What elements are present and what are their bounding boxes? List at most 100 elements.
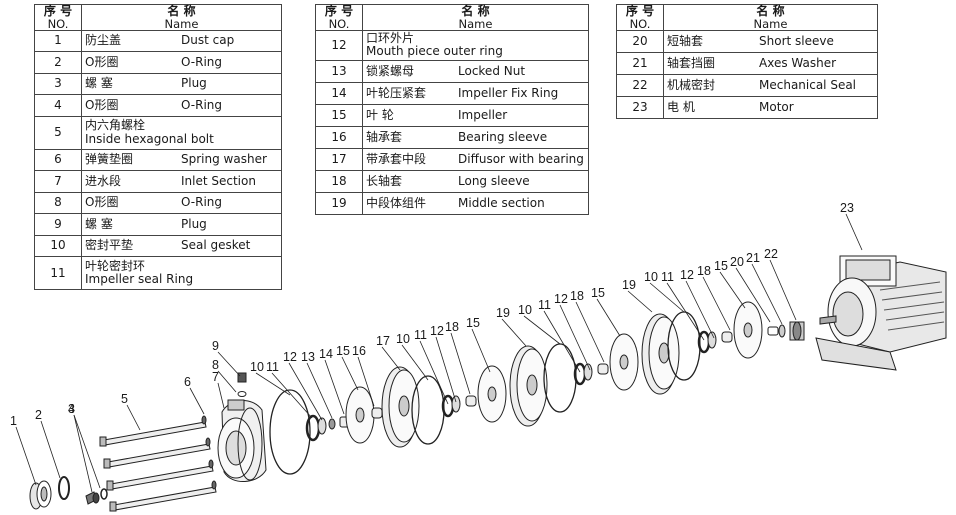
callout-number: 6 [184,375,191,389]
part-inlet-section [217,399,267,482]
part-name-cn: 电 机 [667,99,695,114]
leader-line [501,318,527,347]
callout-number: 15 [336,344,350,358]
part-name-en: Diffusor with bearing [458,151,584,166]
leader-line [559,304,591,371]
part-name-en: O-Ring [181,195,223,210]
part-name: 轴套挡圈 Axes Washer [663,51,878,75]
leader-line [15,426,37,486]
part-spring-washers [201,415,217,490]
leader-line [126,404,141,431]
part-name-cn: 轴承套 [366,129,403,144]
callout-number: 19 [496,306,510,320]
part-number: 21 [616,51,664,75]
middle-stage-2 [543,313,680,413]
part-name: O形圈 O-Ring [81,51,282,74]
part-name-cn: 叶 轮 [366,107,394,122]
part-name-en: Motor [759,99,794,114]
leader-line [702,276,731,331]
part-number: 23 [616,95,664,119]
leader-line [575,301,605,363]
part-name-cn: O形圈 [85,54,119,69]
leader-line [471,328,491,373]
part-name: 螺 塞 Plug [81,72,282,96]
leader-line [751,263,783,325]
part-hex-bolts [99,421,217,512]
leader-line [217,382,225,409]
part-axes-washer [778,324,786,338]
leader-line [288,362,323,421]
leader-line [719,271,746,309]
leader-line [685,280,715,339]
part-name-cn: 中段体组件 [366,195,427,210]
part-name-en: Impeller Fix Ring [458,85,559,100]
callout-number: 4 [68,402,75,416]
part-plug-3 [85,491,100,505]
part-name-en: Axes Washer [759,55,837,70]
callout-number: 10 [518,303,532,317]
part-name-en: O-Ring [181,54,223,69]
leader-line [40,420,61,479]
callout-number: 12 [680,268,694,282]
part-name-cn: 弹簧垫圈 [85,152,134,167]
part-name-en: Dust cap [181,33,235,48]
leader-line [381,346,401,371]
part-name-en: Inside hexagonal bolt [85,131,214,146]
part-name-en: Plug [181,76,207,91]
leader-line [666,282,705,341]
part-name-cn: 口环外片 [366,30,415,45]
part-name-cn: 轴套挡圈 [667,55,716,70]
part-number: 19 [315,191,363,215]
part-name-en: Bearing sleeve [458,129,548,144]
callout-number: 1 [10,414,17,428]
leader-line [255,372,291,396]
callout-number: 18 [697,264,711,278]
part-name: 叶轮压紧套 Impeller Fix Ring [362,81,589,105]
part-name-cn: 叶轮压紧套 [366,85,427,100]
part-name-cn: 短轴套 [667,33,704,48]
part-name-cn: 锁紧螺母 [366,63,415,78]
leader-line [324,359,345,415]
part-name-cn: 螺 塞 [85,76,113,91]
part-name-cn: 机械密封 [667,77,716,92]
callout-number: 18 [445,320,459,334]
part-o-ring-4 [100,488,108,500]
callout-number: 8 [212,358,219,372]
part-plug-9 [237,372,247,383]
callout-number: 10 [250,360,264,374]
leader-line [435,336,457,403]
part-name-en: Impeller [458,107,508,122]
leader-line [735,267,771,323]
part-name-en: Inlet Section [181,173,256,188]
part-name-en: Middle section [458,195,545,210]
part-short-sleeve [767,326,779,336]
part-name-cn: 进水段 [85,173,122,188]
part-name-en: O-Ring [181,97,223,112]
leader-line [357,356,375,407]
leader-line [596,298,621,337]
callout-number: 23 [840,201,854,215]
callout-number: 21 [746,251,760,265]
